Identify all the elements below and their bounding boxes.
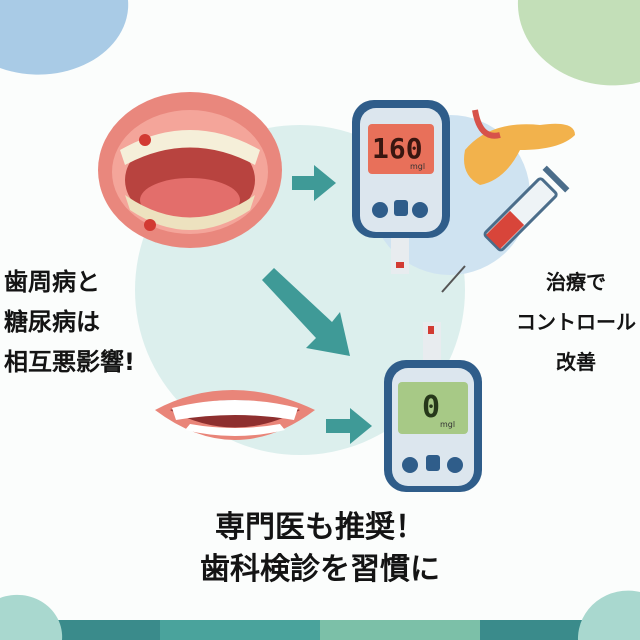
right-caption-line-1: 治療で <box>546 270 606 294</box>
pancreas-icon <box>464 109 575 185</box>
arrow-right-top <box>292 165 336 201</box>
bottom-caption: 専門医も推奨！ 歯科検診を習慣に <box>0 507 640 591</box>
left-caption: 歯周病と 糖尿病は 相互悪影響! <box>4 262 135 382</box>
bottom-band-2 <box>160 620 320 640</box>
glucose-meter-low-icon <box>384 322 482 492</box>
left-caption-line-3: 相互悪影響! <box>4 348 135 376</box>
bottom-caption-line-1: 専門医も推奨！ <box>215 510 425 545</box>
meter-low-reading: 0 <box>422 390 441 425</box>
left-caption-line-1: 歯周病と <box>4 268 100 296</box>
glucose-meter-high-icon <box>352 100 450 274</box>
corner-blob-bottom-left <box>0 594 63 640</box>
right-caption: 治療で コントロール 改善 <box>516 262 636 382</box>
left-caption-line-2: 糖尿病は <box>4 308 100 336</box>
unhealthy-mouth-icon <box>98 92 282 248</box>
bottom-caption-line-2: 歯科検診を習慣に <box>200 552 440 587</box>
meter-low-unit: mgl <box>440 420 456 429</box>
syringe-icon <box>441 165 570 293</box>
corner-blob-top-left <box>0 0 129 75</box>
meter-high-unit: mgl <box>410 162 426 171</box>
corner-blob-bottom-right <box>577 590 640 640</box>
corner-blob-top-right <box>517 0 640 86</box>
arrow-right-bottom <box>326 408 372 444</box>
right-caption-line-2: コントロール <box>516 310 636 334</box>
bottom-band-3 <box>320 620 480 640</box>
arrow-diagonal <box>262 268 350 356</box>
right-caption-line-3: 改善 <box>556 350 596 374</box>
meter-high-reading: 160 <box>372 132 423 165</box>
healthy-mouth-icon <box>155 390 315 440</box>
